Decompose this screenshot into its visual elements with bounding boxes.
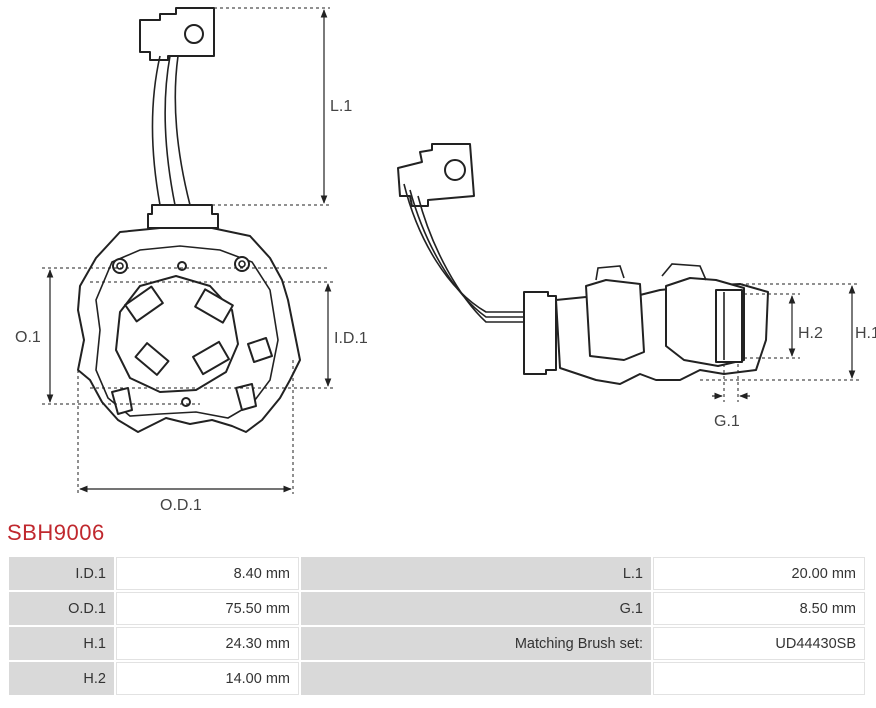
label-g1: G.1: [714, 413, 740, 430]
front-view: [77, 7, 301, 433]
side-brush-holder-left: [585, 279, 645, 361]
side-brush: [715, 289, 743, 363]
brush-pocket-4: [192, 340, 230, 376]
brush-pocket-1: [124, 285, 164, 323]
technical-drawing: L.1 O.1 I.D.1 O.D.1 H.1 H.2 G.1: [15, 7, 876, 514]
lead-wire: [151, 55, 161, 206]
label-od1: O.D.1: [160, 497, 202, 514]
spec-key: G.1: [301, 592, 651, 625]
terminal-hole: [184, 24, 204, 44]
side-lead-wire: [403, 183, 524, 313]
spec-value: 8.50 mm: [653, 592, 865, 625]
spec-value: 75.50 mm: [116, 592, 299, 625]
spec-value: 20.00 mm: [653, 557, 865, 590]
side-dimensions: [700, 283, 860, 402]
spec-key: H.2: [9, 662, 114, 695]
spec-key: [301, 662, 651, 695]
brush-pocket-3: [134, 342, 170, 376]
spec-value: [653, 662, 865, 695]
spec-value: 14.00 mm: [116, 662, 299, 695]
label-id1: I.D.1: [334, 330, 368, 347]
pin-bottom: [181, 397, 191, 407]
spec-value: 24.30 mm: [116, 627, 299, 660]
spec-key: I.D.1: [9, 557, 114, 590]
mounting-tab-2: [235, 383, 257, 411]
pin-top: [177, 261, 187, 271]
brush-pocket-2: [194, 288, 234, 324]
spec-key: L.1: [301, 557, 651, 590]
spec-value: 8.40 mm: [116, 557, 299, 590]
side-terminal-hole: [444, 159, 466, 181]
front-dimensions: [42, 7, 336, 494]
terminal-tab: [139, 7, 215, 61]
plate-inner-edge: [95, 245, 279, 419]
wire-connector: [147, 204, 219, 229]
mounting-tab-3: [247, 337, 273, 363]
mounting-tab-1: [111, 387, 133, 415]
label-l1: L.1: [330, 98, 352, 115]
label-h1: H.1: [855, 325, 876, 342]
label-h2: H.2: [798, 325, 823, 342]
spec-key: Matching Brush set:: [301, 627, 651, 660]
spec-value: UD44430SB: [653, 627, 865, 660]
part-code: SBH9006: [7, 520, 105, 545]
spec-key: H.1: [9, 627, 114, 660]
rivet-right: [234, 256, 250, 272]
rivet-left: [112, 258, 128, 274]
label-o1: O.1: [15, 329, 41, 346]
spec-key: O.D.1: [9, 592, 114, 625]
side-view: [397, 143, 769, 385]
side-connector: [523, 291, 557, 375]
